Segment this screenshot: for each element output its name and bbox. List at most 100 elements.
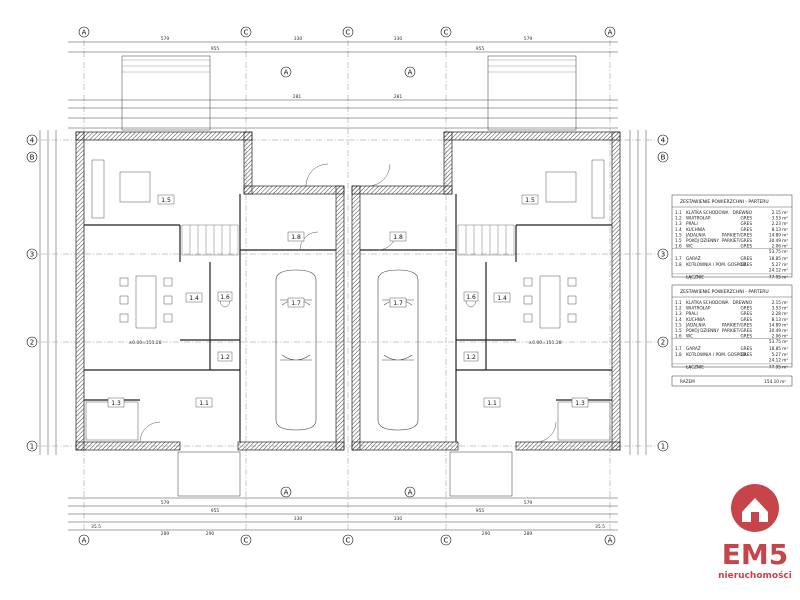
axis-label-b-left: B <box>30 154 35 162</box>
axis-label-4-right: 4 <box>661 137 666 145</box>
table1-total-label: ŁĄCZNIE <box>685 274 704 279</box>
table1-row-no: 1.2 <box>675 216 682 221</box>
level-mark-left: ±0.00=151.28 <box>128 340 161 346</box>
table1-row-no: 1.5 <box>675 232 682 237</box>
axis-label-b-right: B <box>661 154 666 162</box>
area-table-2: ZESTAWIENIE POWIERZCHNI - PARTERU <box>671 284 793 368</box>
dimension-texts: 579 330 330 579 955 955 281 281 579 579 … <box>91 36 605 537</box>
table1-row-floor: GRES <box>741 221 753 226</box>
room-labels: 1.5 1.5 1.4 1.4 1.3 1.3 1.1 1.1 1.6 1.6 … <box>107 194 589 408</box>
grand-total-value: 154.10 m² <box>764 379 786 384</box>
table2-total-value: 77.95 m² <box>769 364 788 369</box>
table2-subtotal-1: 53.75 m² <box>769 339 788 344</box>
section-mark-a-top-right: A <box>408 69 413 77</box>
axis-label-3-right: 3 <box>661 251 665 259</box>
table2-row-floor: GRES <box>741 352 753 357</box>
section-mark-a-bottom-right: A <box>408 489 413 497</box>
axis-labels: A C C C A A C C C A 4 3 2 1 4 3 2 1 B B … <box>30 29 666 545</box>
table1-row-no: 1.1 <box>675 210 682 215</box>
dim-579-left: 579 <box>161 36 170 42</box>
table1-row-floor: GRES <box>741 262 753 267</box>
table2-row-area: 14.89 m² <box>769 322 788 327</box>
dim-bottom-330-left: 330 <box>294 516 303 522</box>
table2-row-no: 1.3 <box>675 311 682 316</box>
table1-total-value: 77.95 m² <box>769 274 788 279</box>
dim-bottom-290-left: 290 <box>206 531 215 537</box>
axis-label-c-bottom-right: C <box>444 537 449 545</box>
room-label-1-2-left: 1.2 <box>220 354 230 361</box>
table1-row-name: GARAŻ <box>686 256 701 261</box>
table2-row-area: 8.13 m² <box>772 317 789 322</box>
table2-row-area: 18.85 m² <box>769 346 788 351</box>
table2-row-no: 1.4 <box>675 317 682 322</box>
dim-bottom-290-right: 290 <box>482 531 491 537</box>
level-mark-right: ±0.00=151.28 <box>528 340 561 346</box>
room-label-1-8-right: 1.8 <box>393 234 403 241</box>
table1-subtotal-1: 53.75 m² <box>769 249 788 254</box>
table2-row-floor: PARKIET/GRES <box>722 322 752 327</box>
table1-row-name: WIATROŁAP <box>686 216 711 221</box>
dim-bottom-955-right: 955 <box>476 508 485 514</box>
table2-row-area: 2.06 m² <box>772 334 789 339</box>
house-icon <box>742 498 768 522</box>
dim-bottom-353-right: 35.5 <box>595 524 605 530</box>
table1-row-area: 8.13 m² <box>772 227 789 232</box>
room-label-1-6-right: 1.6 <box>466 294 476 301</box>
table1-row-area: 2.06 m² <box>772 244 789 249</box>
table1-row-name: WC <box>686 244 693 249</box>
em5-logo: EM5 nieruchomości <box>718 484 792 581</box>
dim-bottom-289-right: 289 <box>524 531 533 537</box>
axis-label-1-right: 1 <box>661 443 665 451</box>
table1-row-no: 1.4 <box>675 227 682 232</box>
table2-row-floor: DREWNO <box>733 300 753 305</box>
table2-row-area: 2.28 m² <box>772 311 789 316</box>
table1-row-name: POKÓJ DZIENNY <box>686 238 719 243</box>
room-label-1-3-left: 1.3 <box>111 400 121 407</box>
table2-row-no: 1.8 <box>675 352 682 357</box>
table2-row-no: 1.6 <box>675 334 682 339</box>
dim-bottom-330-right: 330 <box>394 516 403 522</box>
table1-row-floor: PARKIET/GRES <box>722 232 752 237</box>
walls <box>75 131 621 451</box>
axis-label-a-left: A <box>82 29 87 37</box>
grand-total-box: RAZEM 154.10 m² <box>671 375 793 387</box>
table1-row-area: 3.53 m² <box>772 216 789 221</box>
table2-row-name: JADALNIA <box>685 322 706 327</box>
dim-579-right: 579 <box>524 36 533 42</box>
table2-title: ZESTAWIENIE POWIERZCHNI - PARTERU <box>680 289 769 295</box>
table2-row-name: KLATKA SCHODOWA <box>686 300 729 305</box>
room-label-1-1-left: 1.1 <box>199 400 209 407</box>
dim-330-left: 330 <box>294 36 303 42</box>
table2-row-no: 1.5 <box>675 322 682 327</box>
room-label-1-7-right: 1.7 <box>393 300 403 307</box>
table2-row-floor: GRES <box>741 346 753 351</box>
table2-row-no: 1.7 <box>675 346 682 351</box>
table1-row-area: 2.15 m² <box>772 210 789 215</box>
axis-label-2-left: 2 <box>30 339 34 347</box>
table1-row-name: KUCHNIA <box>686 227 705 232</box>
table2-row-no: 1.2 <box>675 306 682 311</box>
axis-gridlines <box>30 40 660 530</box>
dim-281-left: 281 <box>293 94 302 100</box>
room-label-1-5-right: 1.5 <box>525 197 535 204</box>
room-label-1-2-right: 1.2 <box>466 354 476 361</box>
dim-281-right: 281 <box>394 94 403 100</box>
table2-row-floor: GRES <box>741 317 753 322</box>
dim-bottom-579-right: 579 <box>524 500 533 506</box>
table2-row-name: WC <box>686 334 693 339</box>
axis-label-c-left: C <box>244 29 249 37</box>
logo-subtitle: nieruchomości <box>718 570 792 581</box>
top-dimension-lines <box>39 41 647 531</box>
table2-row-floor: GRES <box>741 334 753 339</box>
table2-total-label: ŁĄCZNIE <box>685 364 704 369</box>
axis-label-2-right: 2 <box>661 339 665 347</box>
table2-row-floor: GRES <box>741 306 753 311</box>
room-label-1-4-right: 1.4 <box>497 295 507 302</box>
table2-row-name: KOTŁOWNIA / POM. GOSPOD. <box>686 352 747 357</box>
axis-bubbles <box>26 26 669 546</box>
dim-955-left: 955 <box>211 46 220 52</box>
table1-row-floor: GRES <box>741 216 753 221</box>
table2-row-name: POKÓJ DZIENNY <box>686 328 719 333</box>
dim-bottom-955-left: 955 <box>211 508 220 514</box>
